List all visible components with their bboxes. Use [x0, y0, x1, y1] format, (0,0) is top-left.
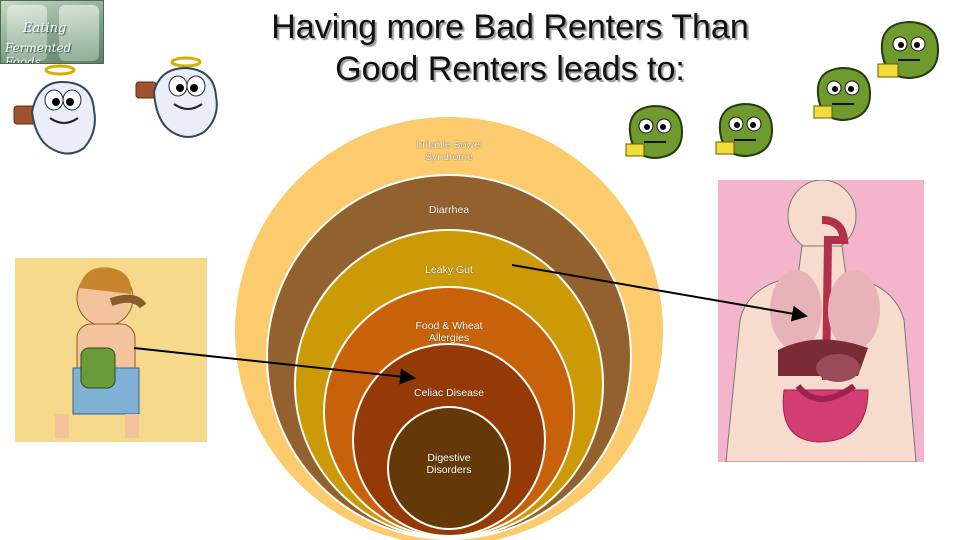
child-figure-graphic — [55, 267, 147, 438]
label-digestive-disorders: Digestive Disorders — [379, 452, 519, 476]
bad-renter-mascot-icon — [625, 104, 684, 160]
slide-title: Having more Bad Renters Than Good Renter… — [200, 6, 820, 90]
digestive-system-illustration — [718, 180, 924, 462]
label-line: Diarrhea — [428, 204, 470, 216]
eating-fermented-foods-logo: Eating Fermented Foods — [0, 0, 104, 64]
title-line2: Good Renters leads to: — [335, 50, 685, 88]
title-line1: Having more Bad Renters Than — [271, 8, 749, 46]
arrow-to-celiac-disease — [133, 347, 416, 385]
torso-organs-graphic — [725, 180, 917, 462]
good-renter-mascot-icon — [135, 56, 218, 138]
label-leaky-gut: Leaky Gut — [379, 264, 519, 276]
logo-line2: Fermented Foods — [5, 41, 72, 64]
bad-renter-mascot-icon — [813, 66, 872, 122]
label-line: Syndrome — [425, 151, 473, 163]
good-renter-mascot-icon — [13, 64, 96, 155]
label-line: Food & Wheat — [415, 320, 483, 332]
arrow-to-organs — [511, 264, 808, 322]
child-digestion-illustration — [15, 258, 207, 442]
label-line: Digestive — [427, 452, 471, 464]
ring-digestive-disorders — [387, 406, 511, 530]
logo-line1: Eating — [23, 21, 67, 36]
label-line: Disorders — [426, 464, 472, 476]
label-irritable-bowel-syndrome: Irritable Bowel Syndrome — [379, 139, 519, 163]
jar-graphic — [59, 5, 99, 61]
jar-graphic — [7, 5, 47, 61]
label-diarrhea: Diarrhea — [379, 204, 519, 216]
label-line: Leaky Gut — [425, 264, 473, 276]
label-line: Celiac Disease — [413, 387, 485, 399]
bad-renter-mascot-icon — [877, 20, 940, 80]
bad-renter-mascot-icon — [715, 102, 774, 158]
label-celiac-disease: Celiac Disease — [379, 387, 519, 399]
label-line: Irritable Bowel — [415, 139, 483, 151]
label-food-wheat-allergies: Food & Wheat Allergies — [379, 320, 519, 344]
label-line: Allergies — [428, 332, 470, 344]
